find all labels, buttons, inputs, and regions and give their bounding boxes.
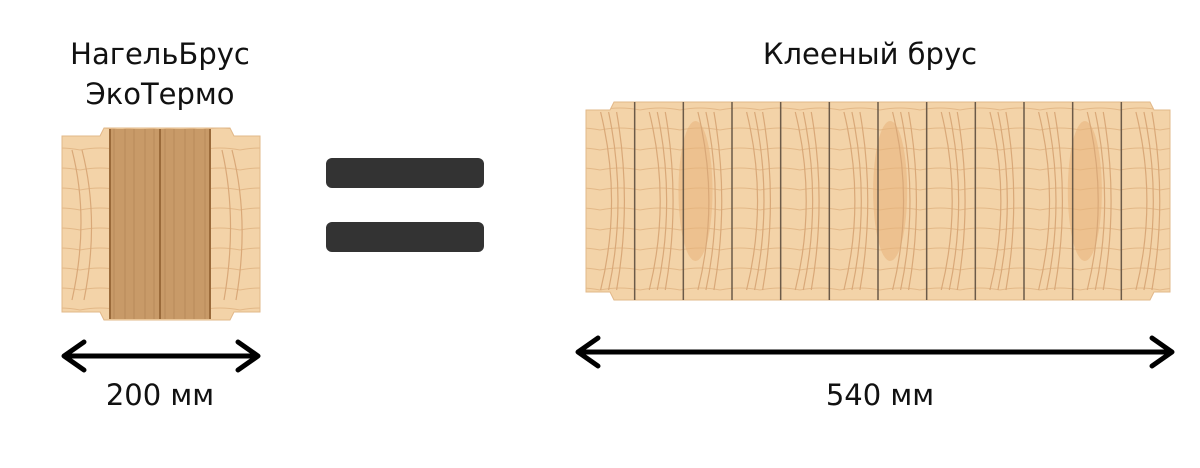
lamella-rings: [940, 111, 966, 291]
lamella-heartwood: [678, 121, 713, 261]
lamella-rings: [600, 111, 626, 291]
lamella-heartwood: [873, 121, 908, 261]
lamella-heartwood: [1067, 121, 1102, 261]
left-dimension-label: 200 мм: [105, 378, 215, 412]
right-dimension-arrow: [575, 335, 1175, 369]
left-title-line-2: ЭкоТермо: [85, 77, 235, 111]
right-title: Клееный брус: [762, 37, 978, 71]
lamella-rings: [989, 111, 1015, 291]
nagelbrus-beam: [61, 127, 261, 321]
right-dimension-label: 540 мм: [825, 378, 935, 412]
glulam-beam: [585, 101, 1171, 301]
lamella-rings: [648, 111, 674, 291]
left-title: НагельБрус ЭкоТермо: [40, 34, 280, 114]
lamella-rings: [843, 111, 869, 291]
left-beam-rings: [71, 149, 243, 301]
lamella-rings: [746, 111, 772, 291]
equals-bar-bottom: [326, 222, 484, 252]
lamella-rings: [1135, 111, 1161, 291]
left-title-line-1: НагельБрус: [70, 37, 250, 71]
lamella-rings: [1038, 111, 1064, 291]
equals-sign: [326, 158, 484, 252]
left-dimension-arrow: [61, 339, 261, 373]
equals-bar-top: [326, 158, 484, 188]
lamella-rings: [697, 111, 723, 291]
lamella-rings: [794, 111, 820, 291]
lamella-rings: [892, 111, 918, 291]
lamella-rings: [1086, 111, 1112, 291]
